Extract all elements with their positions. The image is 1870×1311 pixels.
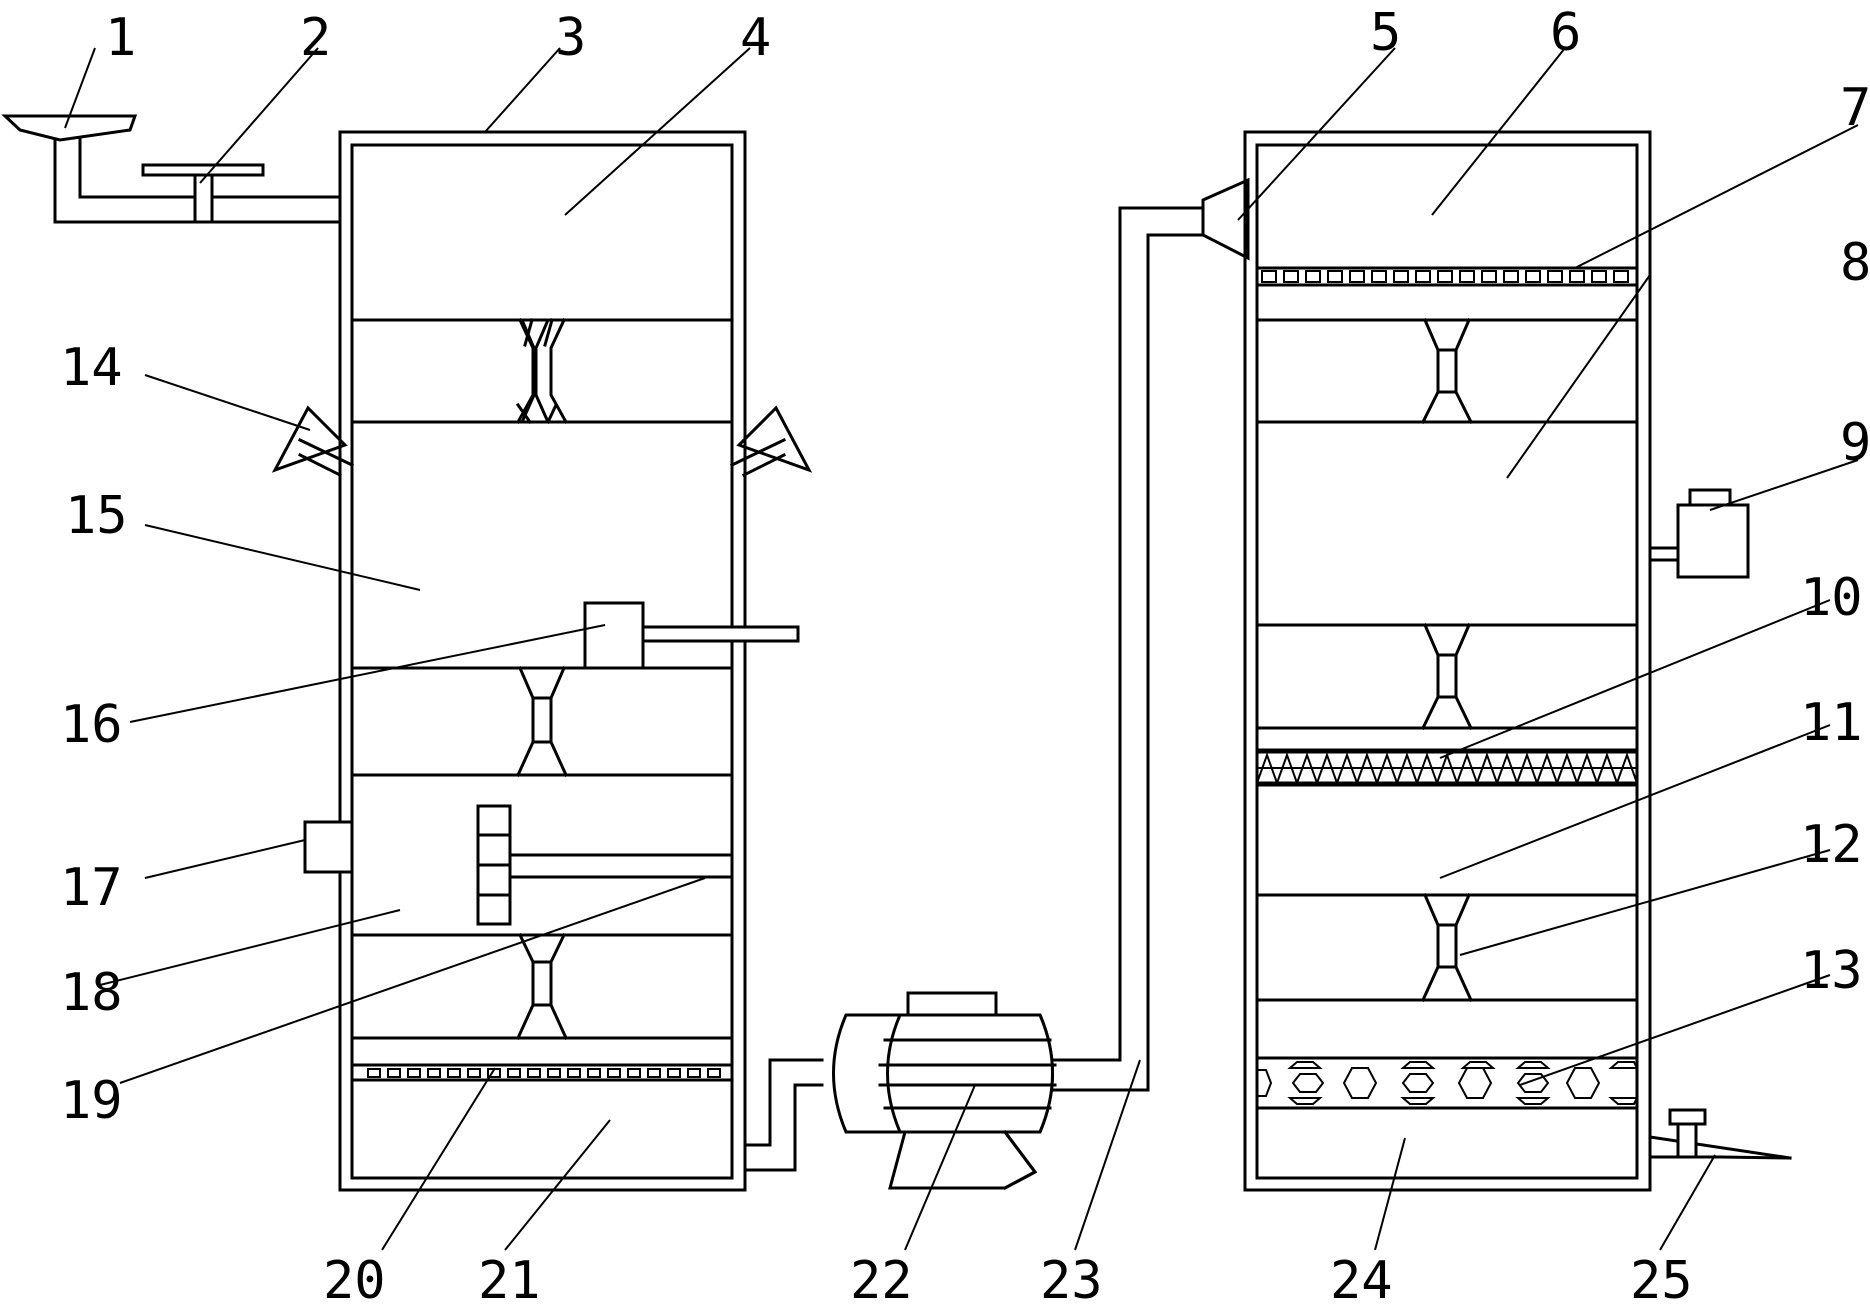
- outlet-valve: [1648, 1108, 1792, 1160]
- label-13: 13: [1800, 941, 1863, 1001]
- label-14: 14: [60, 338, 123, 398]
- side-box: [303, 820, 354, 874]
- inlet-valve: [141, 163, 265, 224]
- label-12: 12: [1800, 815, 1863, 875]
- label-6: 6: [1550, 3, 1581, 63]
- mesh-layer: [1255, 750, 1639, 786]
- scraper-assembly: [476, 804, 734, 926]
- packing-layer: [1256, 1061, 1639, 1105]
- label-19: 19: [60, 1071, 123, 1131]
- left-hourglass-1: [515, 318, 569, 425]
- tank-to-pump-pipe: [743, 1058, 824, 1172]
- label-9: 9: [1840, 413, 1870, 473]
- label-21: 21: [478, 1251, 541, 1311]
- label-24: 24: [1330, 1251, 1393, 1311]
- label-22: 22: [850, 1251, 913, 1311]
- right-filter-plate: [1261, 270, 1629, 283]
- label-18: 18: [60, 963, 123, 1023]
- pump: [832, 991, 1057, 1191]
- label-2: 2: [300, 8, 331, 68]
- label-5: 5: [1370, 3, 1401, 63]
- label-25: 25: [1630, 1251, 1693, 1311]
- right-nozzle: [729, 405, 813, 478]
- right-hourglass-3: [1421, 893, 1473, 1002]
- label-8: 8: [1840, 233, 1870, 293]
- label-20: 20: [323, 1251, 386, 1311]
- label-7: 7: [1840, 78, 1870, 138]
- inlet-funnel: [1, 114, 138, 224]
- labels: 1 2 3 4 5 6 7 8 9 10 11 12 13 14 15 16 1…: [60, 3, 1870, 1311]
- left-hourglass-2: [516, 666, 568, 777]
- label-23: 23: [1040, 1251, 1103, 1311]
- right-hourglass-1: [1420, 318, 1474, 425]
- left-hourglass-3: [516, 932, 568, 1040]
- stirrer-box: [583, 601, 800, 670]
- label-10: 10: [1800, 568, 1863, 628]
- label-4: 4: [740, 8, 771, 68]
- left-nozzle: [271, 405, 355, 478]
- right-hourglass-2: [1420, 623, 1474, 731]
- label-1: 1: [105, 8, 136, 68]
- label-15: 15: [65, 486, 128, 546]
- right-tank: [1243, 130, 1652, 1192]
- label-16: 16: [60, 695, 123, 755]
- gauge-box: [1648, 488, 1750, 579]
- leader-lines: [64, 47, 1859, 1251]
- left-tank: [338, 130, 747, 1192]
- label-11: 11: [1800, 693, 1863, 753]
- label-3: 3: [555, 8, 586, 68]
- connecting-pipe: [1051, 177, 1250, 1092]
- label-17: 17: [60, 858, 123, 918]
- left-filter-plate: [367, 1068, 721, 1078]
